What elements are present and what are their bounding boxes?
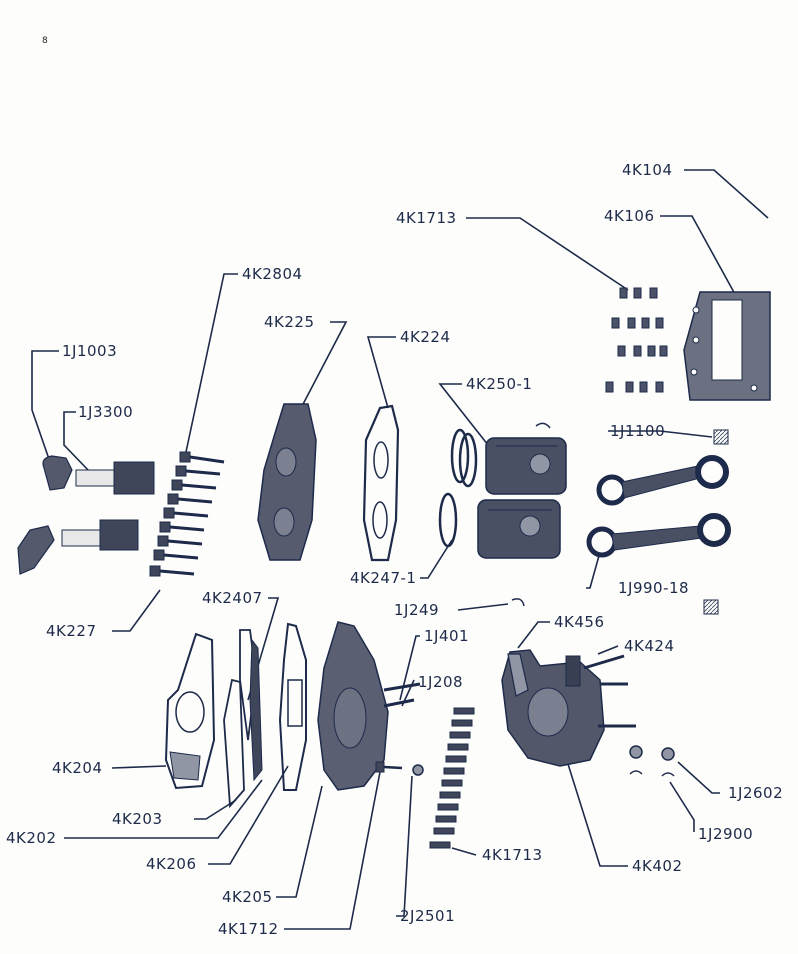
screw-set-bottom bbox=[429, 707, 475, 849]
needle-bearing-lower bbox=[703, 599, 719, 615]
carburetor bbox=[501, 649, 605, 767]
label-4K205: 4K205 bbox=[222, 888, 273, 906]
label-1J1100: 1J1100 bbox=[610, 422, 666, 440]
leader-lines bbox=[31, 169, 769, 930]
reed-stop-4K202 bbox=[249, 638, 263, 782]
label-1J3300: 1J3300 bbox=[78, 403, 134, 421]
page-number: 8 bbox=[42, 36, 48, 46]
piston-lower bbox=[477, 499, 561, 559]
needle-valve-4K424 bbox=[583, 654, 636, 728]
connecting-rod-upper bbox=[596, 455, 729, 506]
piston-upper bbox=[485, 437, 567, 495]
intake-manifold bbox=[317, 621, 389, 791]
label-4K250-1: 4K250-1 bbox=[466, 375, 533, 393]
label-4K224: 4K224 bbox=[400, 328, 451, 346]
label-4K1713-top: 4K1713 bbox=[396, 209, 457, 227]
crankcase-gasket bbox=[683, 291, 771, 401]
nuts-1J2602 bbox=[629, 745, 675, 761]
label-4K227: 4K227 bbox=[46, 622, 97, 640]
label-1J401: 1J401 bbox=[424, 627, 470, 645]
label-4K247-1: 4K247-1 bbox=[350, 569, 417, 587]
label-4K203: 4K203 bbox=[112, 810, 163, 828]
label-4K206: 4K206 bbox=[146, 855, 197, 873]
retaining-clip bbox=[511, 598, 525, 607]
label-4K204: 4K204 bbox=[52, 759, 103, 777]
label-1J249: 1J249 bbox=[394, 601, 440, 619]
label-1J1003: 1J1003 bbox=[62, 342, 118, 360]
label-4K1713-bottom: 4K1713 bbox=[482, 846, 543, 864]
label-1J2900: 1J2900 bbox=[698, 825, 754, 843]
screw-4K1712 bbox=[375, 761, 403, 773]
label-4K225: 4K225 bbox=[264, 313, 315, 331]
spark-plug-upper bbox=[75, 461, 155, 495]
label-4K456: 4K456 bbox=[554, 613, 605, 631]
reed-plate-4K204 bbox=[164, 632, 216, 790]
intake-gasket-4K206 bbox=[278, 622, 307, 791]
piston-rings-lower bbox=[438, 492, 458, 548]
label-2J2501: 2J2501 bbox=[400, 907, 456, 925]
cylinder-head bbox=[257, 403, 317, 561]
label-1J990-18: 1J990-18 bbox=[618, 579, 690, 597]
label-4K202: 4K202 bbox=[6, 829, 57, 847]
choke-lever-4K456 bbox=[507, 653, 529, 697]
label-4K106: 4K106 bbox=[604, 207, 655, 225]
lockwashers-1J2900 bbox=[629, 770, 675, 777]
piston-pin-clip bbox=[535, 422, 551, 429]
spark-plug-lower bbox=[61, 519, 139, 551]
needle-bearing-upper bbox=[713, 429, 729, 445]
washer-2J2501 bbox=[412, 764, 424, 776]
label-1J2602: 1J2602 bbox=[728, 784, 784, 802]
label-4K424: 4K424 bbox=[624, 637, 675, 655]
piston-rings-upper bbox=[450, 428, 478, 488]
label-1J208: 1J208 bbox=[418, 673, 464, 691]
label-4K402: 4K402 bbox=[632, 857, 683, 875]
spark-plug-boot-lower bbox=[17, 525, 55, 575]
label-4K104: 4K104 bbox=[622, 161, 673, 179]
label-4K1712: 4K1712 bbox=[218, 920, 279, 938]
manifold-stud bbox=[383, 682, 421, 708]
head-gasket bbox=[362, 404, 400, 562]
cylinder-head-bolts bbox=[149, 451, 225, 577]
screw-set-top bbox=[605, 287, 668, 393]
label-4K2407: 4K2407 bbox=[202, 589, 263, 607]
connecting-rod-lower bbox=[586, 513, 731, 558]
label-4K2804: 4K2804 bbox=[242, 265, 303, 283]
spark-plug-boot-upper bbox=[42, 455, 73, 491]
